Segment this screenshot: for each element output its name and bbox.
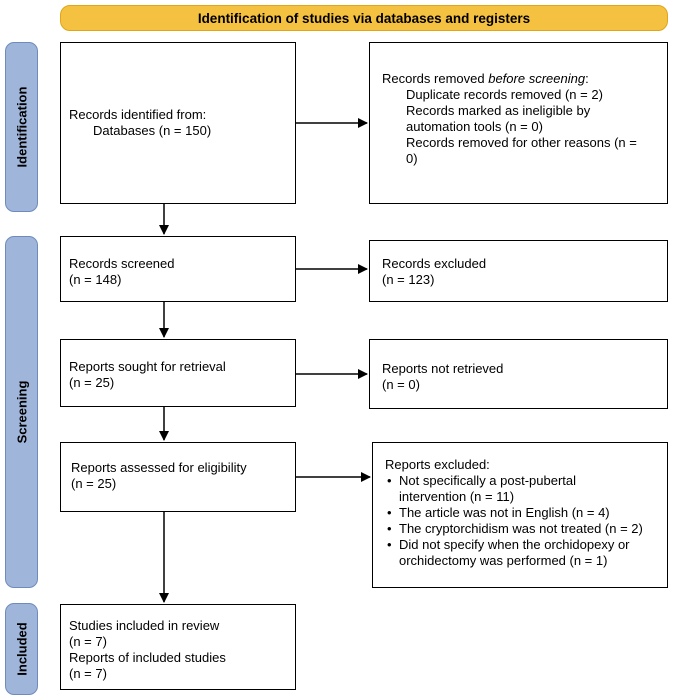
reports-not-retrieved-label: Reports not retrieved [382, 361, 504, 376]
box-reports-not-retrieved: Reports not retrieved (n = 0) [369, 339, 668, 409]
reports-included-count: (n = 7) [69, 666, 107, 681]
stage-screening: Screening [5, 236, 38, 588]
records-identified-databases: Databases (n = 150) [93, 123, 212, 138]
records-excluded-label: Records excluded [382, 256, 487, 271]
box-reports-assessed: Reports assessed for eligibility (n = 25… [60, 442, 296, 512]
reports-sought-count: (n = 25) [69, 375, 115, 390]
records-removed-title: Records removed before screening: [382, 71, 589, 86]
reports-sought-label: Reports sought for retrieval [69, 359, 226, 374]
exclusion-reason: Not specifically a post-pubertal interve… [387, 473, 659, 505]
reports-excluded-title: Reports excluded: [385, 457, 490, 472]
stage-included: Included [5, 603, 38, 695]
exclusion-reason: The cryptorchidism was not treated (n = … [387, 521, 659, 537]
exclusion-reason: Did not specify when the orchidopexy or … [387, 537, 659, 569]
stage-screening-label: Screening [14, 380, 29, 444]
box-studies-included: Studies included in review (n = 7) Repor… [60, 604, 296, 690]
records-marked-ineligible-cont: automation tools (n = 0) [406, 119, 543, 134]
box-records-screened: Records screened (n = 148) [60, 236, 296, 302]
exclusion-reason: The article was not in English (n = 4) [387, 505, 659, 521]
box-reports-sought: Reports sought for retrieval (n = 25) [60, 339, 296, 407]
box-reports-excluded: Reports excluded: Not specifically a pos… [372, 442, 668, 588]
reports-assessed-count: (n = 25) [71, 476, 117, 491]
stage-included-label: Included [14, 622, 29, 676]
records-marked-ineligible: Records marked as ineligible by [406, 103, 591, 118]
stage-identification-label: Identification [14, 86, 29, 168]
reports-included-label: Reports of included studies [69, 650, 226, 665]
box-records-identified: Records identified from: Databases (n = … [60, 42, 296, 204]
reports-assessed-label: Reports assessed for eligibility [71, 460, 247, 475]
diagram-header: Identification of studies via databases … [60, 5, 668, 31]
header-title: Identification of studies via databases … [197, 10, 531, 26]
stage-identification: Identification [5, 42, 38, 212]
records-removed-other-cont: 0) [406, 151, 418, 166]
studies-included-count: (n = 7) [69, 634, 107, 649]
records-screened-count: (n = 148) [69, 272, 122, 287]
records-screened-label: Records screened [69, 256, 175, 271]
duplicate-records-removed: Duplicate records removed (n = 2) [406, 87, 603, 102]
box-records-excluded: Records excluded (n = 123) [369, 240, 668, 302]
records-removed-other: Records removed for other reasons (n = [406, 135, 637, 150]
studies-included-label: Studies included in review [69, 618, 220, 633]
records-identified-label: Records identified from: [69, 107, 207, 122]
records-excluded-count: (n = 123) [382, 272, 435, 287]
reports-not-retrieved-count: (n = 0) [382, 377, 420, 392]
exclusion-reasons-list: Not specifically a post-pubertal interve… [385, 473, 659, 569]
box-records-removed: Records removed before screening: Duplic… [369, 42, 668, 204]
